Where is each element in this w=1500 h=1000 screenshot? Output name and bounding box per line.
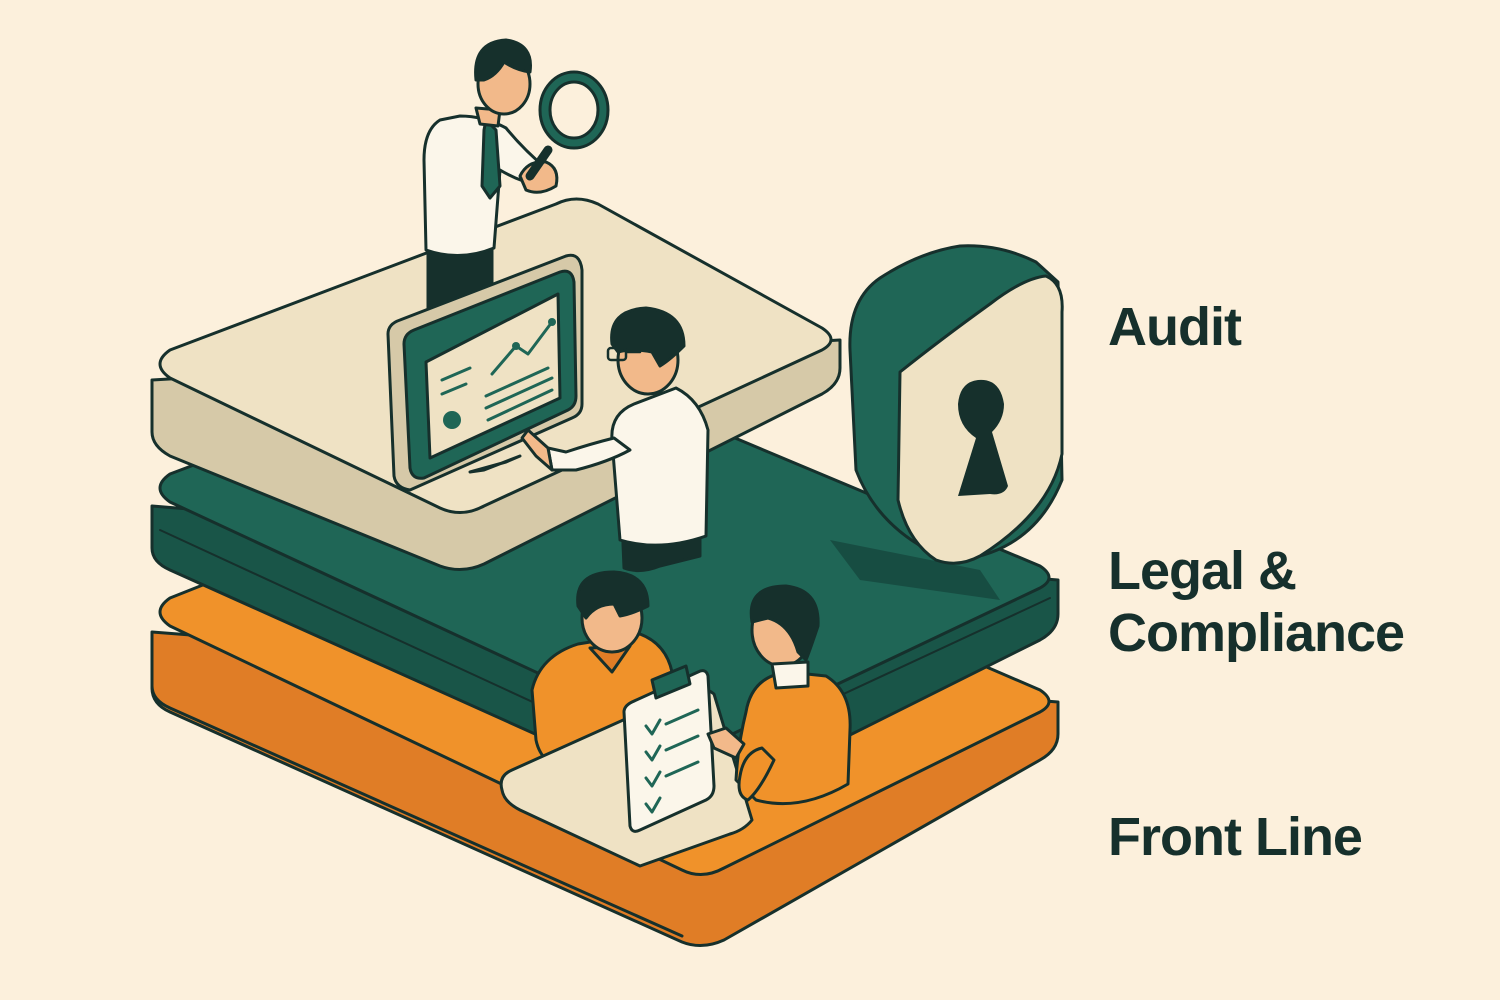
layer-label-legal-compliance: Legal & Compliance: [1108, 540, 1405, 664]
clipboard-checklist-icon: [622, 664, 716, 833]
compliance-officer-figure: [520, 306, 710, 573]
shield-lock-icon: [848, 244, 1064, 565]
label-line: Legal &: [1108, 541, 1297, 601]
front-line-team: [499, 570, 852, 868]
monitor-chart-icon: [386, 253, 584, 492]
layer-label-front-line: Front Line: [1108, 807, 1363, 867]
layer-label-audit: Audit: [1108, 297, 1242, 357]
label-line: Compliance: [1108, 603, 1405, 663]
magnifying-glass-icon: [525, 70, 610, 181]
